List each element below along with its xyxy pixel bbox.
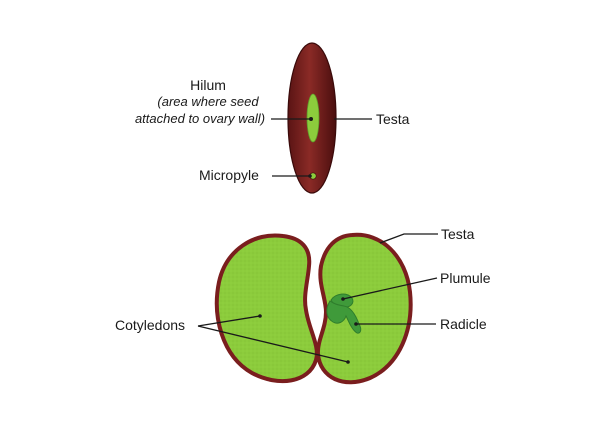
cotyledons-leader-left [197, 315, 261, 327]
left-cotyledon [214, 233, 319, 384]
plumule-label: Plumule [440, 270, 491, 286]
testa-top-label: Testa [376, 111, 410, 127]
embryo-radicle [326, 300, 362, 334]
hilum-note-line1: (area where seed [157, 94, 259, 109]
micropyle-label: Micropyle [199, 167, 259, 183]
micropyle-leader-dot [308, 174, 312, 178]
plumule-leader-dot [341, 297, 345, 301]
radicle-label: Radicle [440, 316, 487, 332]
cotyledons-leader-right [197, 325, 349, 363]
cotyledons-leader-right-dot [346, 360, 350, 364]
testa-bottom-leader [379, 233, 438, 244]
hilum-note-line2: attached to ovary wall) [135, 111, 265, 126]
cotyledons-leader-left-dot [258, 314, 262, 318]
opened-seed [214, 232, 413, 385]
cotyledons-label: Cotyledons [115, 317, 185, 333]
plumule-leader [342, 277, 438, 300]
testa-bottom-label: Testa [441, 226, 475, 242]
hilum-leader-dot [309, 117, 313, 121]
hilum-label: Hilum [190, 77, 226, 93]
radicle-leader-dot [354, 322, 358, 326]
hilum-scar [306, 93, 320, 143]
